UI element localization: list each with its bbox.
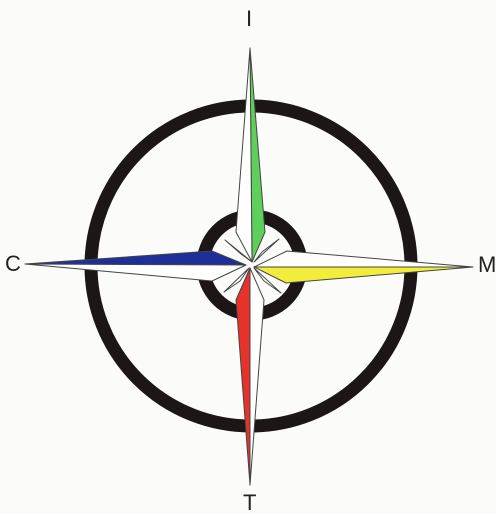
north-label: I xyxy=(246,8,252,30)
east-arm-white xyxy=(254,251,473,267)
west-arm-colored xyxy=(25,251,246,265)
south-label: T xyxy=(243,492,256,514)
south-arm-colored xyxy=(236,268,250,485)
north-arm-white xyxy=(236,48,252,262)
east-label: M xyxy=(478,254,496,276)
south-arm-white xyxy=(250,268,264,485)
north-arm-colored xyxy=(250,48,265,262)
east-arm-colored xyxy=(254,267,473,283)
west-arm-white xyxy=(25,264,246,281)
west-label: C xyxy=(5,253,21,275)
